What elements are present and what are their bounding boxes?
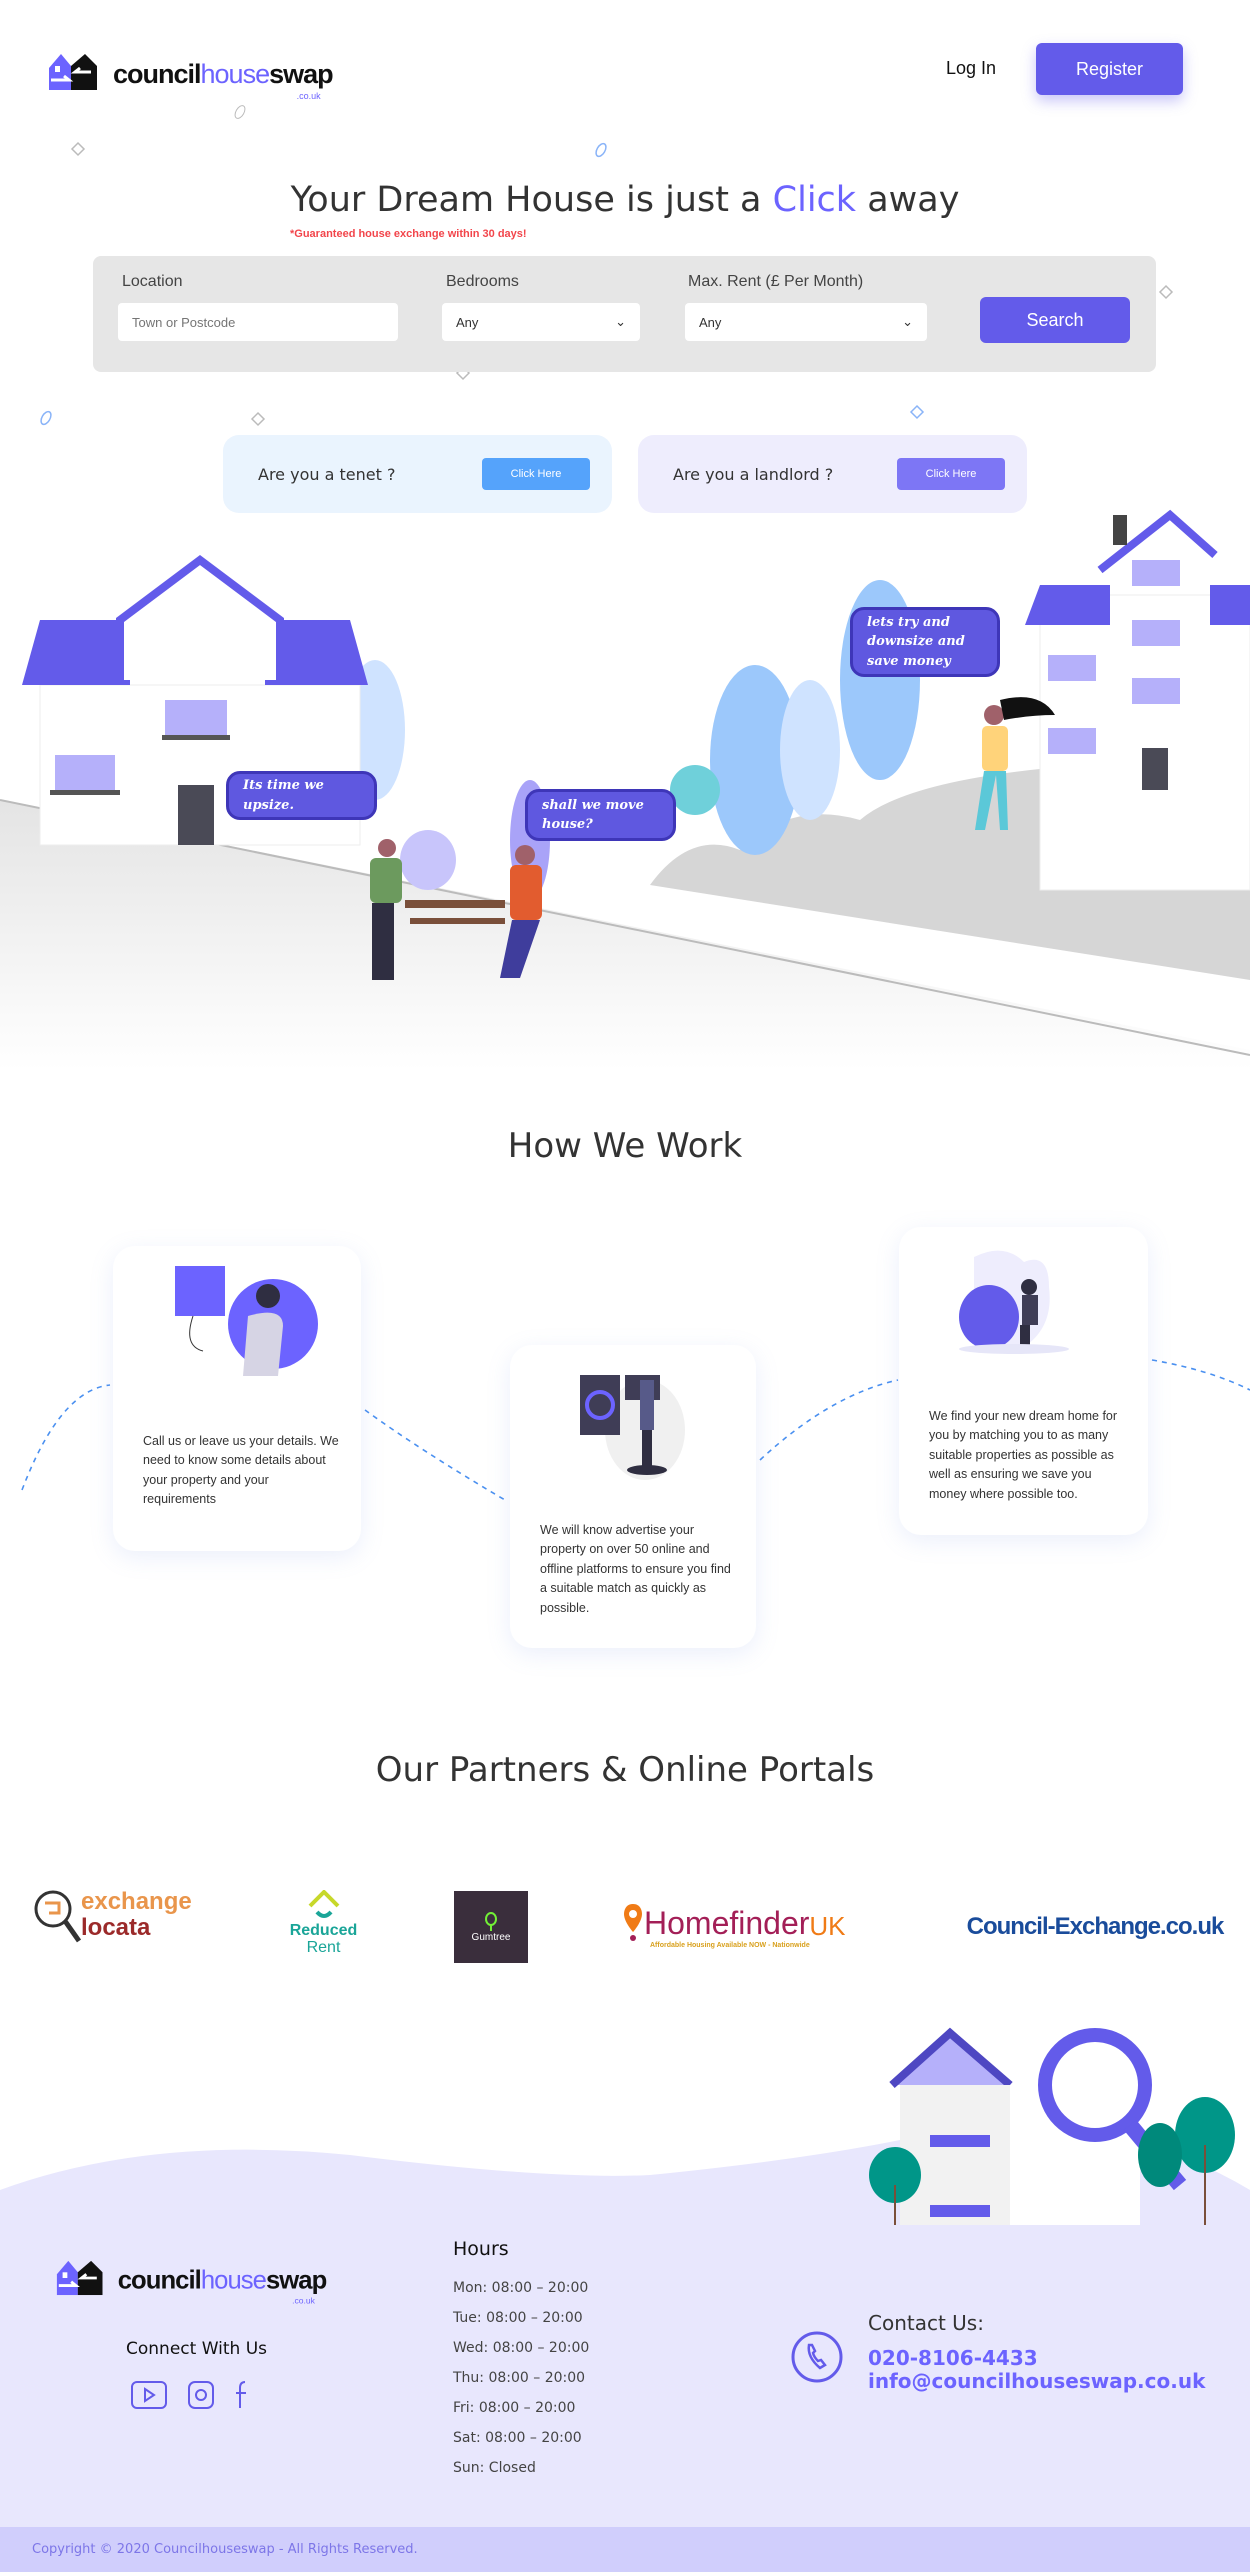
step-card-1: Call us or leave us your details. We nee… [113, 1246, 361, 1551]
bedrooms-label: Bedrooms [446, 273, 519, 290]
bedrooms-select[interactable]: Any ⌄ [442, 303, 640, 341]
logo-text-suffix: swap [269, 59, 334, 89]
rent-value: Any [699, 314, 722, 330]
tenant-question: Are you a tenet ? [258, 464, 396, 484]
tree-icon [485, 1911, 497, 1931]
facebook-icon[interactable] [232, 2380, 252, 2410]
max-rent-select[interactable]: Any ⌄ [685, 303, 927, 341]
hours-list: Mon: 08:00 – 20:00 Tue: 08:00 – 20:00 We… [453, 2273, 589, 2483]
search-button[interactable]: Search [980, 297, 1130, 343]
login-link[interactable]: Log In [946, 58, 997, 78]
people [370, 697, 1055, 980]
house-swap-logo-icon [49, 54, 97, 90]
house-smile-icon [308, 1890, 339, 1918]
tenant-click-here-button[interactable]: Click Here [482, 458, 590, 490]
logo-text-highlight: house [200, 59, 271, 89]
location-input[interactable] [118, 303, 398, 341]
copyright: Copyright © 2020 Councilhouseswap - All … [32, 2542, 418, 2557]
youtube-icon[interactable] [130, 2380, 170, 2410]
landlord-click-here-button[interactable]: Click Here [897, 458, 1005, 490]
logo-domain: .co.uk [296, 91, 321, 101]
neighborhood-illustration [0, 509, 1250, 1070]
speech-bubble-upsize: Its time we upsize. [226, 771, 377, 820]
hours-sun: Sun: Closed [453, 2460, 536, 2476]
landlord-question: Are you a landlord ? [673, 464, 834, 484]
savings-piggy-bank-illustration [959, 1250, 1069, 1354]
bedrooms-value: Any [456, 314, 479, 330]
right-building [1025, 509, 1250, 891]
house-swap-logo-icon [56, 2260, 103, 2296]
hero-title: Your Dream House is just a Click away [290, 180, 960, 220]
phone-icon [791, 2331, 843, 2383]
landlord-card: Are you a landlord ? Click Here [638, 435, 1027, 513]
location-label: Location [122, 273, 183, 290]
chevron-down-icon: ⌄ [615, 314, 626, 329]
partner-council-exchange[interactable]: Council-Exchange.co.uk [966, 1912, 1225, 1940]
footer-background [0, 2127, 1250, 2572]
partner-gumtree[interactable]: Gumtree [454, 1891, 528, 1963]
advertise-illustration [580, 1375, 685, 1480]
rent-label: Max. Rent (£ Per Month) [688, 273, 864, 290]
guarantee-note: *Guaranteed house exchange within 30 day… [290, 228, 527, 240]
map-pin-icon [624, 1903, 642, 1941]
hours-mon: Mon: 08:00 – 20:00 [453, 2280, 589, 2296]
logo-text: council [113, 59, 202, 89]
step-1-text: Call us or leave us your details. We nee… [143, 1434, 339, 1507]
register-button[interactable]: Register [1036, 43, 1183, 95]
connect-heading: Connect With Us [126, 2339, 267, 2359]
speech-bubble-downsize: lets try and downsize and save money [850, 607, 1000, 677]
step-2-text: We will know advertise your property on … [540, 1523, 731, 1615]
email-link[interactable]: info@councilhouseswap.co.uk [868, 2369, 1206, 2393]
contact-details-illustration [175, 1266, 318, 1376]
ground [0, 800, 1250, 1070]
speech-bubble-move: shall we move house? [525, 789, 676, 841]
phone-link[interactable]: 020-8106-4433 [868, 2346, 1038, 2370]
tenant-card: Are you a tenet ? Click Here [223, 435, 612, 513]
hours-sat: Sat: 08:00 – 20:00 [453, 2430, 582, 2446]
hours-heading: Hours [453, 2238, 509, 2260]
hours-fri: Fri: 08:00 – 20:00 [453, 2400, 576, 2416]
magnifier-icon [34, 1890, 81, 1943]
hours-wed: Wed: 08:00 – 20:00 [453, 2340, 590, 2356]
step-card-3: We find your new dream home for you by m… [899, 1227, 1148, 1535]
hours-thu: Thu: 08:00 – 20:00 [453, 2370, 586, 2386]
step-3-text: We find your new dream home for you by m… [929, 1409, 1118, 1501]
contact-heading: Contact Us: [868, 2311, 984, 2335]
step-card-2: We will know advertise your property on … [510, 1345, 756, 1648]
instagram-icon[interactable] [187, 2380, 215, 2410]
partners-title: Our Partners & Online Portals [375, 1750, 875, 1790]
footer-logo[interactable]: councilhouseswap.co.uk [55, 2259, 327, 2306]
how-we-work-title: How We Work [507, 1126, 743, 1166]
logo[interactable]: councilhouseswap .co.uk [47, 52, 334, 101]
house-search-illustration [869, 2027, 1235, 2225]
chevron-down-icon: ⌄ [902, 314, 913, 329]
hours-tue: Tue: 08:00 – 20:00 [453, 2310, 583, 2326]
